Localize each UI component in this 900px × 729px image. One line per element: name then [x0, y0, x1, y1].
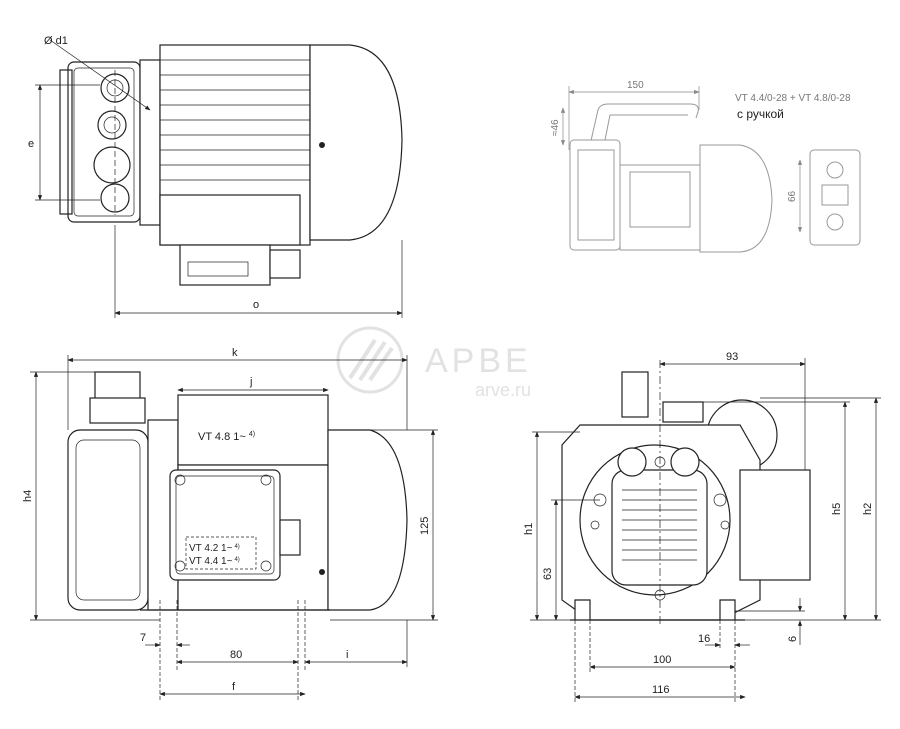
side-view: VT 4.8 1~4) VT 4.2 1~4) VT 4.4 1~4) k j … — [22, 347, 438, 700]
dim-80: 80 — [230, 649, 242, 661]
dim-66: 66 — [787, 190, 798, 202]
dim-93: 93 — [726, 351, 738, 363]
dim-125: 125 — [419, 517, 431, 535]
dim-i: i — [346, 649, 348, 661]
dim-k: k — [232, 347, 238, 359]
dim-150: 150 — [627, 80, 644, 91]
side-box-label-2: VT 4.4 1~4) — [189, 556, 240, 567]
dim-f: f — [232, 681, 236, 693]
dim-e: e — [28, 138, 34, 150]
dim-h1: h1 — [523, 523, 535, 535]
handle-models: VT 4.4/0-28 + VT 4.8/0-28 — [735, 93, 851, 104]
dim-h5: h5 — [831, 503, 843, 515]
watermark-site: arve.ru — [475, 380, 531, 400]
handle-note: с ручкой — [737, 107, 784, 121]
side-box-label-1: VT 4.2 1~4) — [189, 543, 240, 554]
dim-j: j — [249, 376, 252, 388]
watermark-brand: APBE — [425, 342, 532, 380]
front-view: 93 h1 63 h5 h2 6 16 100 116 — [523, 351, 881, 702]
dim-h2: h2 — [862, 503, 874, 515]
dim-63: 63 — [542, 568, 554, 580]
handle-view: 150 ≈46 66 VT 4.4/0-28 + VT 4.8/0-28 с р… — [550, 80, 861, 253]
dim-6: 6 — [787, 636, 799, 642]
dim-o: o — [253, 299, 259, 311]
dim-16: 16 — [698, 633, 710, 645]
dim-7: 7 — [140, 632, 146, 644]
top-view: e Ø d1 o — [28, 35, 403, 318]
dim-h4: h4 — [22, 490, 34, 502]
dim-d1: Ø d1 — [44, 35, 68, 47]
side-label-main: VT 4.8 1~4) — [198, 431, 255, 443]
dim-116: 116 — [652, 684, 670, 696]
watermark: APBE arve.ru — [336, 326, 532, 400]
dim-100: 100 — [653, 654, 671, 666]
dim-46: ≈46 — [550, 119, 561, 136]
